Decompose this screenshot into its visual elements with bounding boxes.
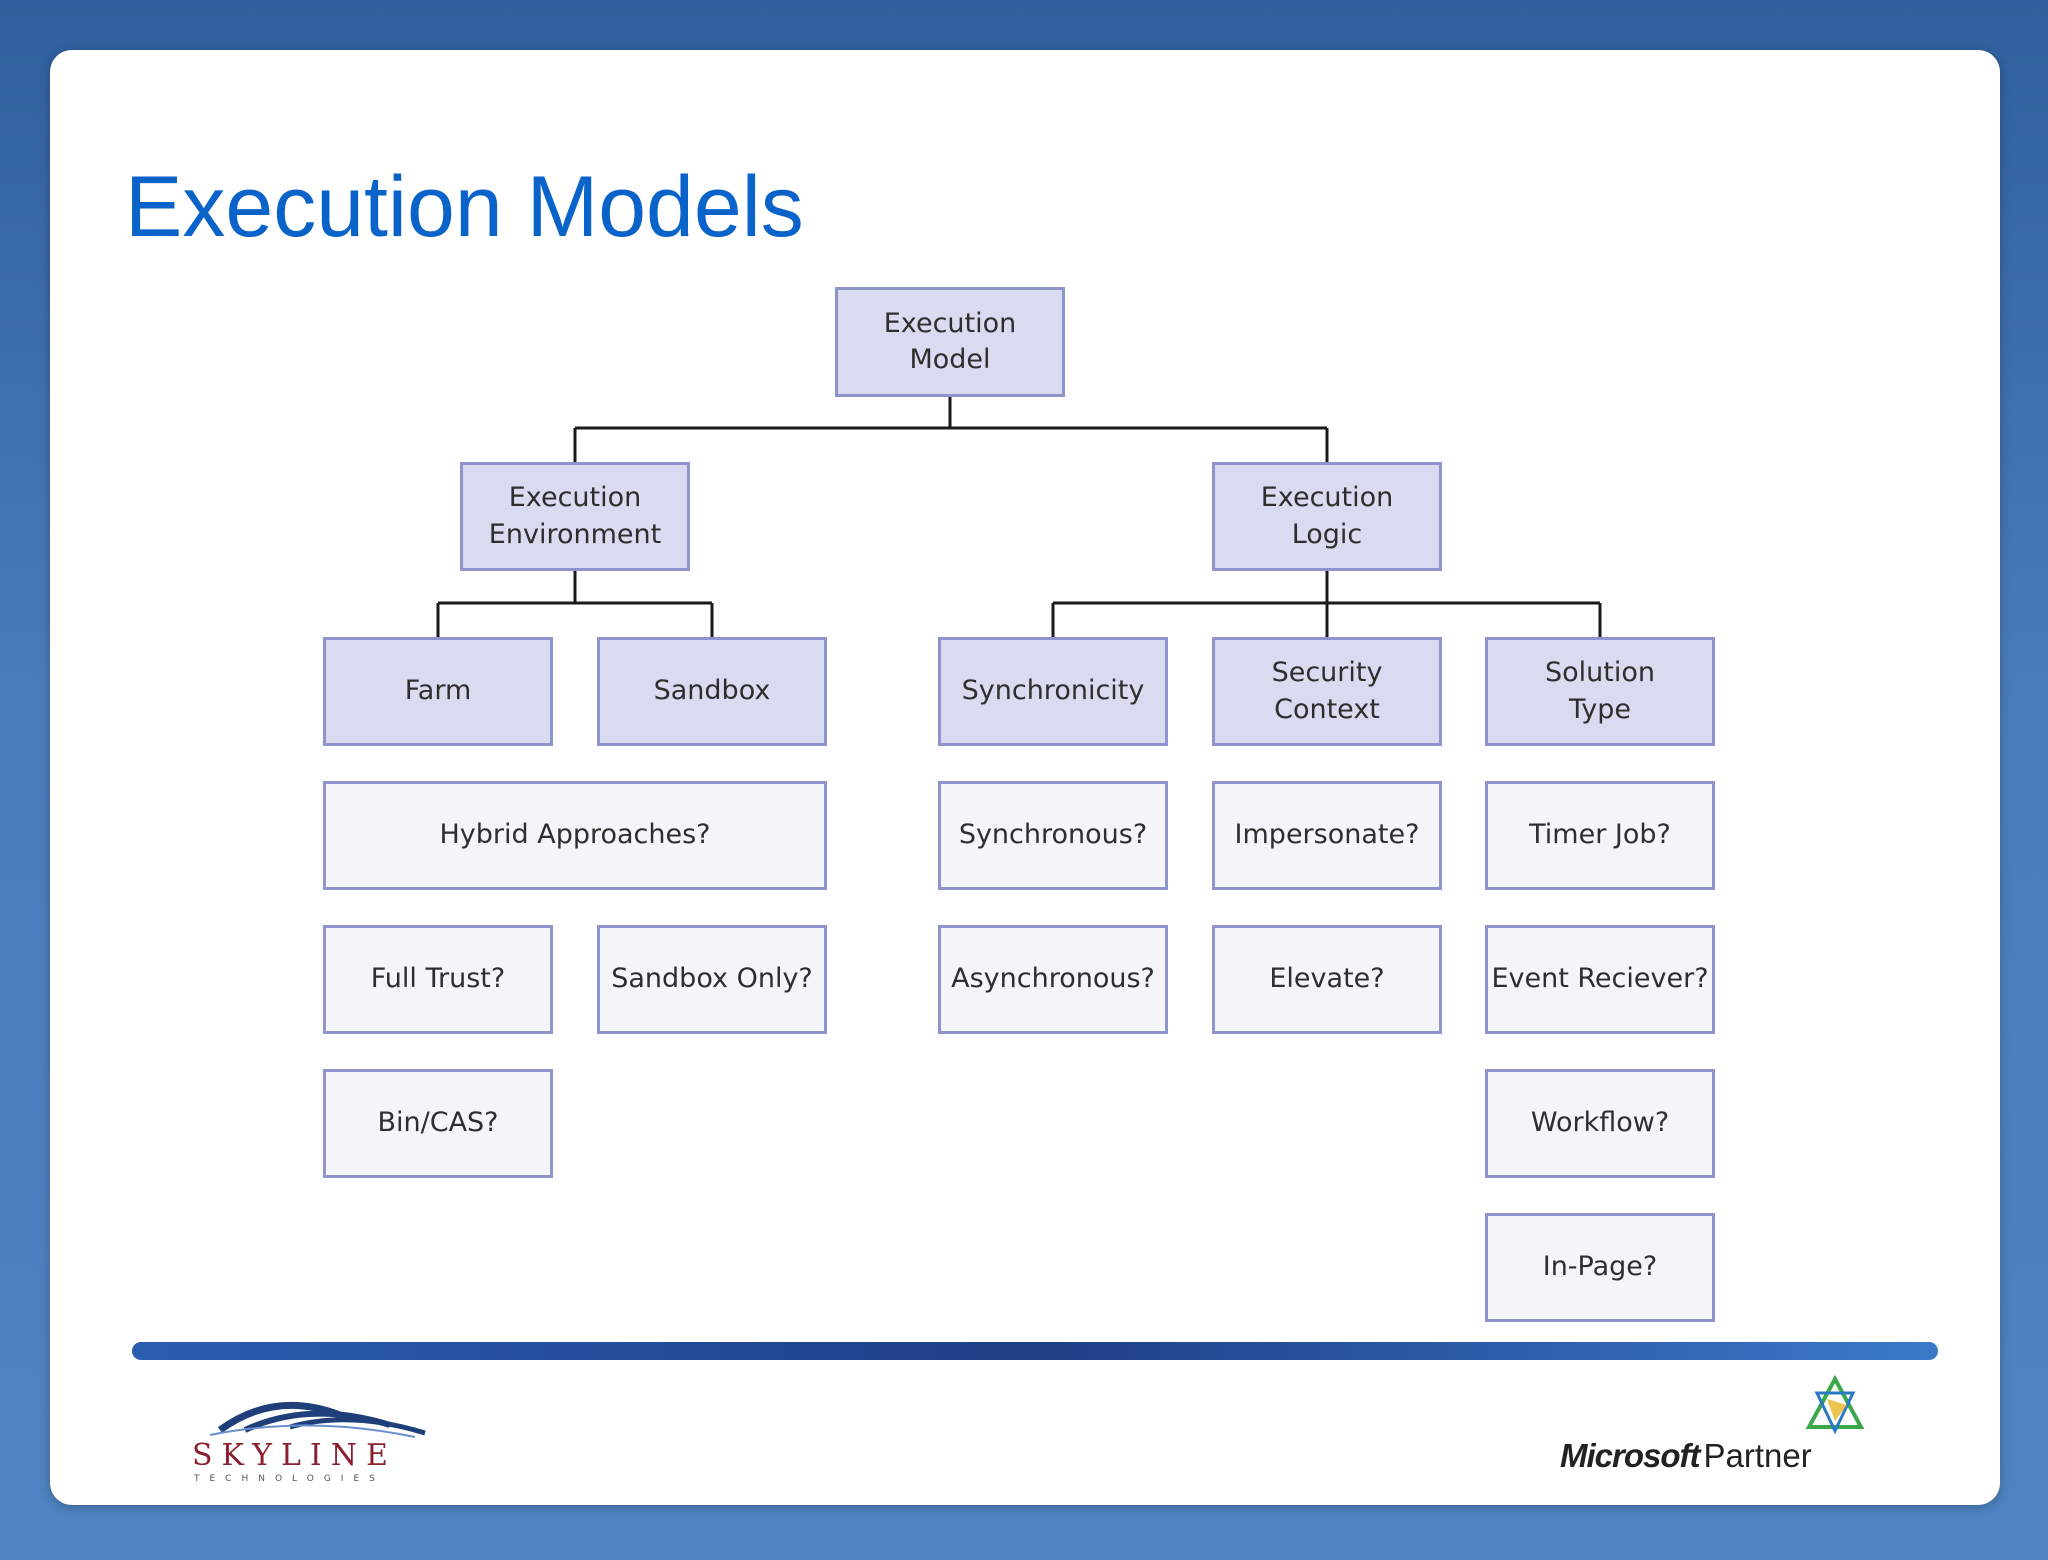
footer-divider (132, 1342, 1938, 1360)
node-timer-job: Timer Job? (1485, 781, 1715, 890)
node-farm: Farm (323, 637, 553, 746)
node-synchronicity: Synchronicity (938, 637, 1168, 746)
node-execution-logic: Execution Logic (1212, 462, 1442, 571)
node-elevate: Elevate? (1212, 925, 1442, 1034)
node-sandbox: Sandbox (597, 637, 827, 746)
node-hybrid-approaches: Hybrid Approaches? (323, 781, 827, 890)
node-synchronous: Synchronous? (938, 781, 1168, 890)
node-execution-model: Execution Model (835, 287, 1065, 397)
node-impersonate: Impersonate? (1212, 781, 1442, 890)
skyline-technologies-logo: SKYLINE TECHNOLOGIES (192, 1401, 426, 1484)
node-asynchronous: Asynchronous? (938, 925, 1168, 1034)
node-security-context: Security Context (1212, 637, 1442, 746)
node-workflow: Workflow? (1485, 1069, 1715, 1178)
node-bin-cas: Bin/CAS? (323, 1069, 553, 1178)
node-full-trust: Full Trust? (323, 925, 553, 1034)
node-in-page: In-Page? (1485, 1213, 1715, 1322)
node-event-receiver: Event Reciever? (1485, 925, 1715, 1034)
node-execution-environment: Execution Environment (460, 462, 690, 571)
node-solution-type: Solution Type (1485, 637, 1715, 746)
partner-wordmark: Partner (1703, 1437, 1812, 1474)
svg-text:SKYLINE: SKYLINE (192, 1438, 397, 1473)
microsoft-wordmark: Microsoft (1560, 1437, 1700, 1474)
partner-emblem-icon (1805, 1375, 1865, 1435)
slide-title: Execution Models (125, 159, 804, 255)
node-sandbox-only: Sandbox Only? (597, 925, 827, 1034)
svg-text:TECHNOLOGIES: TECHNOLOGIES (193, 1474, 385, 1484)
